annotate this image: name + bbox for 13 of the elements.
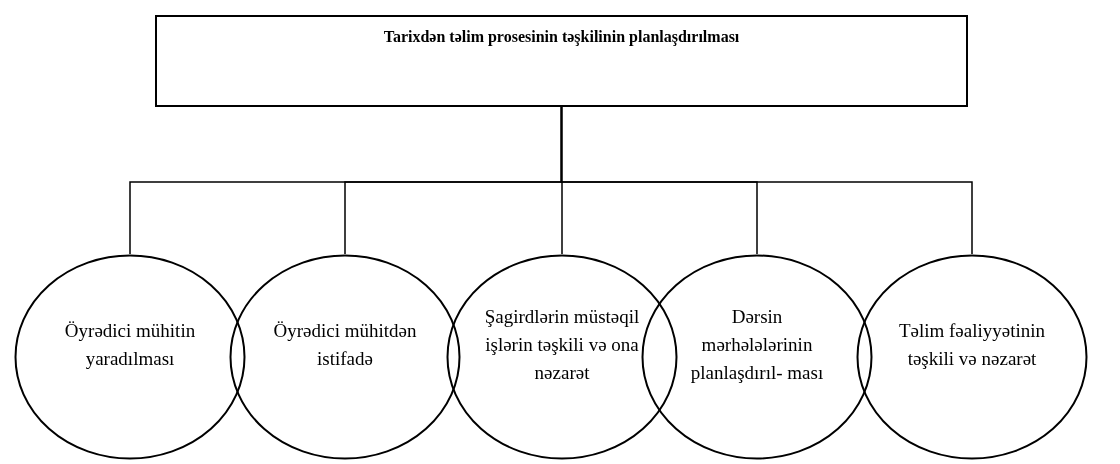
topic-text: Öyrədici mühitdən istifadə bbox=[272, 319, 418, 371]
topic-ellipse bbox=[856, 254, 1088, 460]
connector-line bbox=[560, 106, 973, 255]
topic-text: Dərsin mərhələlərinin planlaşdırıl- ması bbox=[689, 305, 825, 385]
topic-text: Təlim fəaliyyətinin təşkili və nəzarət bbox=[897, 319, 1047, 371]
topic-text: Şagirdlərin müstəqil işlərin təşkili və ona nəzarət bbox=[484, 305, 640, 385]
title-text: Tarixdən təlim prosesinin təşkilinin planlaşdırılması bbox=[383, 27, 740, 48]
topic-ellipse bbox=[446, 254, 678, 460]
title-box bbox=[155, 15, 968, 107]
topic-text: Öyrədici mühitin yaradılması bbox=[63, 319, 197, 371]
topic-ellipse bbox=[14, 254, 246, 460]
topic-ellipse bbox=[641, 254, 873, 460]
topic-ellipse bbox=[229, 254, 461, 460]
